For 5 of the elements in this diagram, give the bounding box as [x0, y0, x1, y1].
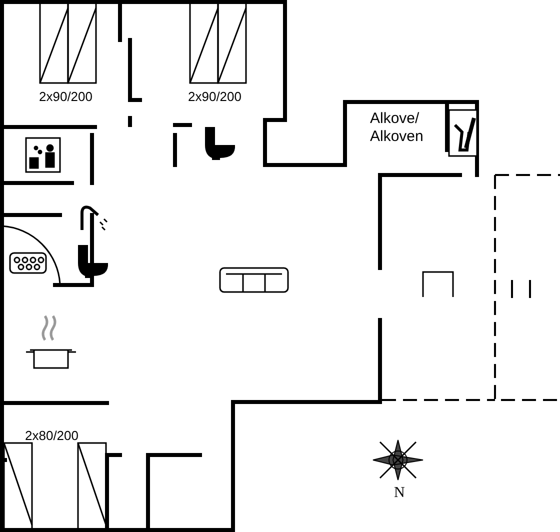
- north-label: N: [394, 484, 405, 502]
- room-label: Alkove/ Alkoven: [370, 110, 424, 146]
- bed-size-label: 2x90/200: [188, 89, 242, 105]
- bed-size-label: 2x80/200: [25, 428, 78, 444]
- bed-size-label: 2x90/200: [39, 89, 92, 105]
